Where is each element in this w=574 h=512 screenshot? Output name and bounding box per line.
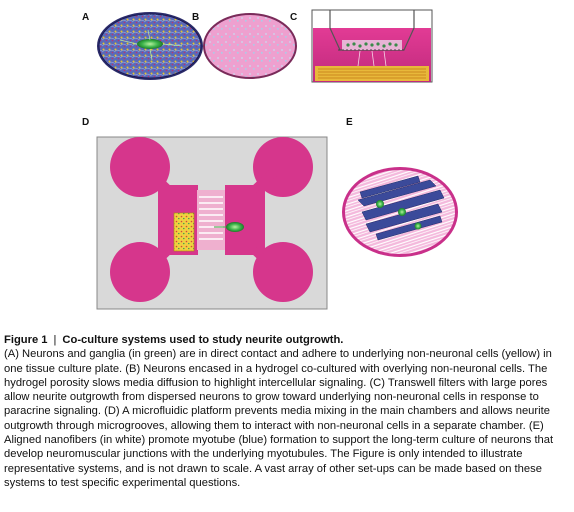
caption-label: Figure 1 [4,334,48,346]
panel-label-c: C [290,12,298,23]
panel-label-b: B [192,12,200,23]
neuron-cluster-green [226,222,244,232]
panel-label-d: D [82,117,90,128]
caption-body: (A) Neurons and ganglia (in green) are i… [4,348,554,489]
panel-b-dish [203,13,297,79]
panel-e-nanofibers [342,167,458,257]
ganglion-green [137,39,163,49]
panel-label-a: A [82,12,90,23]
panel-d-microfluidic [96,136,328,310]
figure-caption: Figure 1 | Co-culture systems used to stud… [4,333,570,490]
panel-label-e: E [346,117,353,128]
panel-a-dish [97,12,203,80]
figure-illustration [96,9,458,310]
caption-title: Co-culture systems used to study neurite… [62,334,344,346]
non-neuronal-cells-yellow [173,212,195,252]
caption-separator: | [53,334,57,346]
panel-c-transwell [311,9,433,83]
